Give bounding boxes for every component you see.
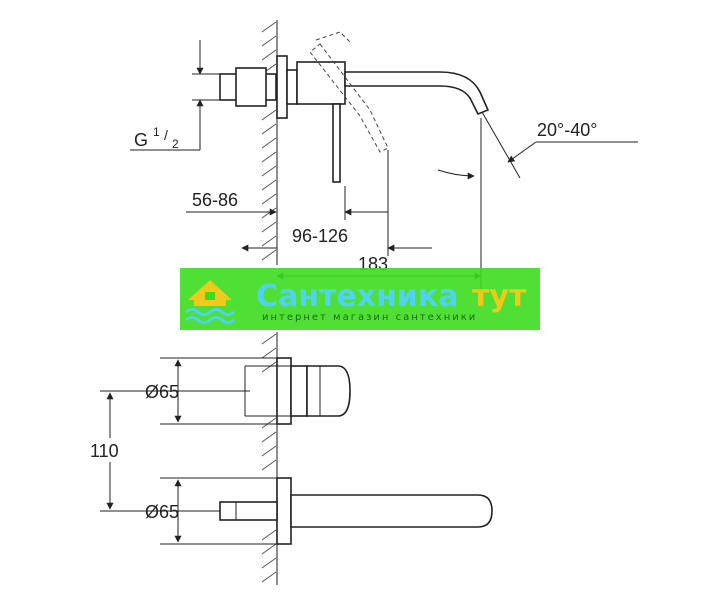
depth-dimension: 56-86: [186, 150, 389, 256]
mixer-top-view: [244, 357, 351, 425]
wall-upper: [261, 20, 278, 265]
thread-sub: 2: [172, 137, 179, 151]
diameter-dimension-top: Ø65: [140, 357, 277, 425]
diameter-label-top: Ø65: [145, 382, 179, 402]
wall-lower: [261, 332, 278, 585]
projection-dimension: 183: [276, 118, 482, 290]
faucet-side-view: [219, 31, 490, 183]
thread-label: G: [134, 130, 148, 150]
thread-sup: 1: [153, 125, 160, 139]
depth-label: 56-86: [192, 190, 238, 210]
angle-label: 20°-40°: [537, 120, 597, 140]
svg-text:/: /: [164, 127, 168, 143]
watermark-banner: Сантехника тут интернет магазин сантехни…: [180, 268, 540, 330]
house-waves-icon: [185, 280, 235, 324]
watermark-subtitle: интернет магазин сантехники: [262, 312, 477, 323]
angle-dimension: 20°-40°: [437, 111, 638, 180]
handle-dimension: 96-126: [241, 226, 432, 252]
spacing-dimension: 110: [88, 390, 140, 512]
watermark-title: Сантехника: [256, 279, 458, 314]
spacing-label: 110: [90, 441, 119, 461]
thread-dimension: G 1 / 2: [130, 40, 236, 151]
spout-top-view: [219, 477, 493, 545]
diameter-dimension-bottom: Ø65: [140, 477, 277, 545]
watermark-background: [180, 268, 540, 330]
handle-label: 96-126: [292, 226, 348, 246]
watermark-title-accent: тут: [472, 279, 527, 314]
diameter-label-bottom: Ø65: [145, 502, 179, 522]
